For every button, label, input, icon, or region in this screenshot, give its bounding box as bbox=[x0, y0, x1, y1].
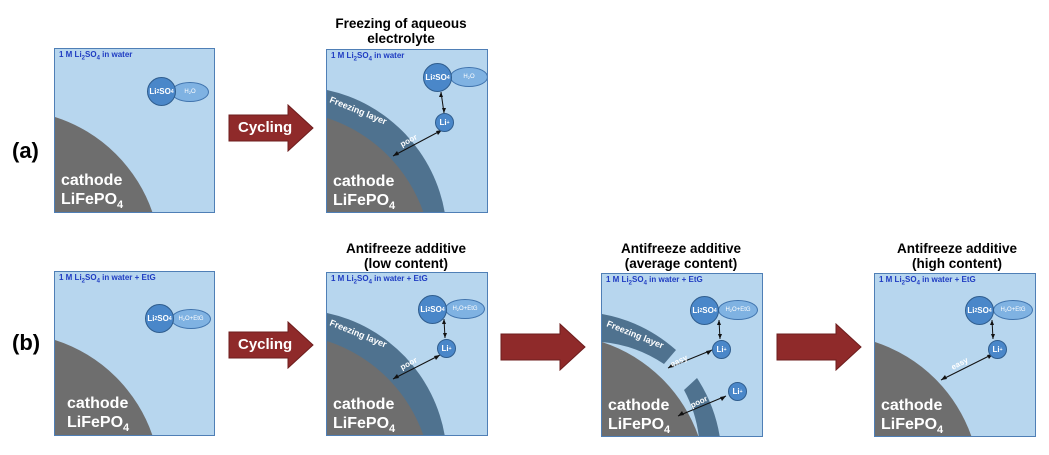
cathode-label: cathodeLiFePO4 bbox=[67, 394, 129, 436]
cycling-label-b: Cycling bbox=[238, 336, 292, 353]
panel-b-initial: 1 M Li2SO4 in water + EtG H2O+EtG Li2SO4… bbox=[54, 271, 215, 436]
water-etg-molecule: H2O+EtG bbox=[993, 300, 1033, 320]
cathode-label: cathodeLiFePO4 bbox=[881, 396, 943, 437]
li2so4-molecule: Li2SO4 bbox=[418, 295, 447, 324]
electrolyte-label: 1 M Li2SO4 in water bbox=[331, 51, 404, 63]
panel-b-average: Freezing layer easy poor 1 M Li2SO4 in w… bbox=[601, 273, 763, 437]
row-label-a: (a) bbox=[12, 138, 39, 164]
electrolyte-label: 1 M Li2SO4 in water + EtG bbox=[59, 273, 156, 285]
electrolyte-label: 1 M Li2SO4 in water + EtG bbox=[879, 275, 976, 287]
caption-low: Antifreeze additive(low content) bbox=[326, 241, 486, 271]
water-molecule: H2O bbox=[450, 67, 488, 87]
li2so4-molecule: Li2SO4 bbox=[145, 304, 174, 333]
panel-b-low: Freezing layer poor 1 M Li2SO4 in water … bbox=[326, 272, 488, 436]
cathode-label: cathodeLiFePO4 bbox=[61, 171, 123, 213]
cycling-label-a: Cycling bbox=[238, 119, 292, 136]
water-molecule: H2O bbox=[171, 82, 209, 102]
panel-a-initial: 1 M Li2SO4 in water H2O Li2SO4 cathodeLi… bbox=[54, 48, 215, 213]
li-ion: Li+ bbox=[435, 113, 454, 132]
caption-high: Antifreeze additive(high content) bbox=[872, 241, 1042, 271]
li-ion: Li+ bbox=[712, 340, 731, 359]
caption-average: Antifreeze additive(average content) bbox=[596, 241, 766, 271]
electrolyte-label: 1 M Li2SO4 in water + EtG bbox=[331, 274, 428, 286]
li2so4-molecule: Li2SO4 bbox=[147, 77, 176, 106]
cathode-label: cathodeLiFePO4 bbox=[333, 172, 395, 213]
easy-text: easy bbox=[669, 353, 689, 369]
water-etg-molecule: H2O+EtG bbox=[171, 309, 211, 329]
electrolyte-label: 1 M Li2SO4 in water bbox=[59, 50, 132, 62]
li2so4-molecule: Li2SO4 bbox=[690, 296, 719, 325]
water-etg-molecule: H2O+EtG bbox=[718, 300, 758, 320]
cathode-label: cathodeLiFePO4 bbox=[608, 396, 670, 437]
easy-text: easy bbox=[950, 355, 970, 372]
panel-b-high: easy 1 M Li2SO4 in water + EtG H2O+EtG L… bbox=[874, 273, 1036, 437]
progress-arrow-2 bbox=[776, 323, 862, 371]
li2so4-molecule: Li2SO4 bbox=[423, 63, 452, 92]
caption-freezing: Freezing of aqueouselectrolyte bbox=[316, 16, 486, 46]
cathode-label: cathodeLiFePO4 bbox=[333, 395, 395, 436]
row-label-b: (b) bbox=[12, 330, 40, 356]
li-ion: Li+ bbox=[988, 340, 1007, 359]
li2so4-molecule: Li2SO4 bbox=[965, 296, 994, 325]
progress-arrow-1 bbox=[500, 323, 586, 371]
li-ion: Li+ bbox=[728, 382, 747, 401]
panel-a-freezing: Freezing layer poor 1 M Li2SO4 in water … bbox=[326, 49, 488, 213]
water-etg-molecule: H2O+EtG bbox=[445, 299, 485, 319]
li-ion: Li+ bbox=[437, 339, 456, 358]
electrolyte-label: 1 M Li2SO4 in water + EtG bbox=[606, 275, 703, 287]
